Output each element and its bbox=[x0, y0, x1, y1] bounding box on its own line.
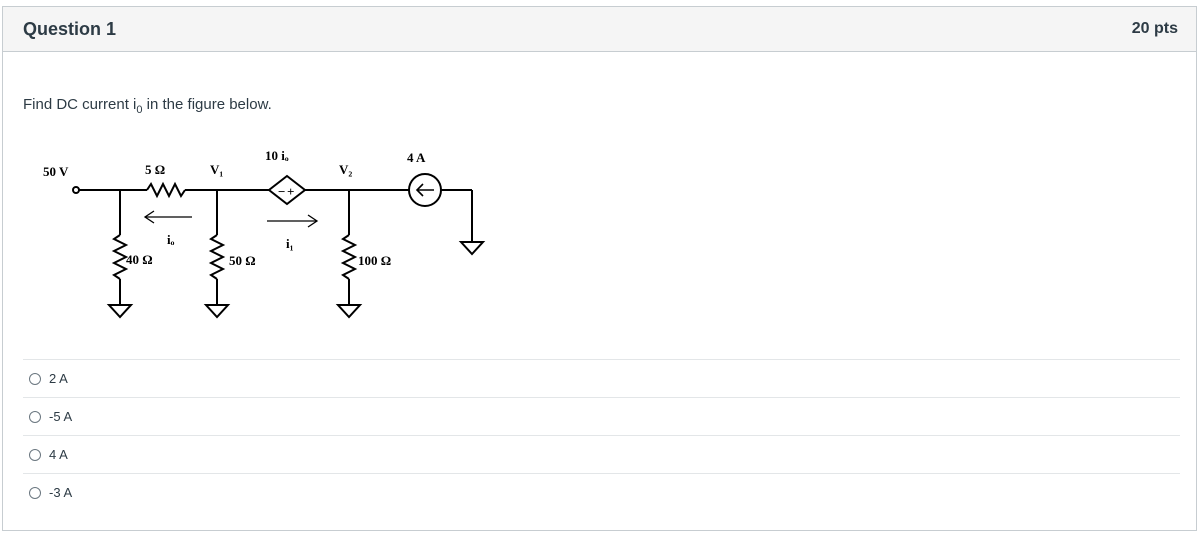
answer-option[interactable]: 2 A bbox=[23, 359, 1180, 397]
question-prompt: Find DC current i0 in the figure below. bbox=[23, 96, 272, 116]
answer-option[interactable]: -5 A bbox=[23, 397, 1180, 435]
ground-1 bbox=[106, 304, 134, 319]
source-voltage-label: 50 V bbox=[43, 164, 69, 179]
circuit-diagram: − + 50 V 5 Ω V₁ 10 iₒ V₂ 4 A iₒ i₁ 40 Ω … bbox=[43, 148, 486, 319]
answer-label: 4 A bbox=[49, 447, 68, 462]
resistor-100-ohm bbox=[340, 234, 358, 280]
answer-label: 2 A bbox=[49, 371, 68, 386]
question-title: Question 1 bbox=[23, 18, 117, 39]
node-v2-label: V₂ bbox=[339, 162, 352, 177]
resistor-5-label: 5 Ω bbox=[145, 162, 165, 177]
i1-label: i₁ bbox=[286, 236, 294, 251]
question-card: Question 1 20 pts Find DC current i0 in … bbox=[2, 6, 1197, 531]
resistor-40-ohm bbox=[111, 234, 129, 280]
prompt-subscript: 0 bbox=[136, 104, 143, 116]
question-points: 20 pts bbox=[1131, 20, 1178, 37]
ground-4 bbox=[458, 241, 486, 256]
answer-option[interactable]: 4 A bbox=[23, 435, 1180, 473]
node-v1-label: V₁ bbox=[210, 162, 223, 177]
circuit-figure: − + 50 V 5 Ω V₁ 10 iₒ V₂ 4 A iₒ i₁ 40 Ω … bbox=[27, 137, 507, 332]
resistor-100-label: 100 Ω bbox=[358, 253, 391, 268]
resistor-50-ohm bbox=[208, 234, 226, 280]
resistor-40-label: 40 Ω bbox=[126, 252, 153, 267]
dep-source-sign-plus: + bbox=[287, 184, 294, 199]
ground-3 bbox=[335, 304, 363, 319]
dependent-source bbox=[267, 174, 307, 206]
resistor-50-label: 50 Ω bbox=[229, 253, 256, 268]
radio-button[interactable] bbox=[29, 410, 41, 423]
dep-source-sign-minus: − bbox=[278, 184, 285, 199]
answer-option[interactable]: -3 A bbox=[23, 473, 1180, 511]
answer-list: 2 A -5 A 4 A -3 A bbox=[23, 359, 1180, 511]
dep-source-label: 10 iₒ bbox=[265, 148, 289, 163]
answer-label: -5 A bbox=[49, 409, 73, 424]
ground-2 bbox=[203, 304, 231, 319]
radio-button[interactable] bbox=[29, 486, 41, 499]
current-source-label: 4 A bbox=[407, 150, 426, 165]
answer-label: -3 A bbox=[49, 485, 73, 500]
radio-button[interactable] bbox=[29, 372, 41, 385]
prompt-text-end: in the figure below. bbox=[142, 96, 272, 113]
io-label: iₒ bbox=[167, 232, 175, 247]
prompt-text-start: Find DC current i bbox=[23, 96, 137, 113]
resistor-5-ohm bbox=[146, 181, 186, 199]
question-header: Question 1 20 pts bbox=[3, 7, 1196, 52]
source-terminal bbox=[72, 186, 80, 194]
radio-button[interactable] bbox=[29, 448, 41, 461]
